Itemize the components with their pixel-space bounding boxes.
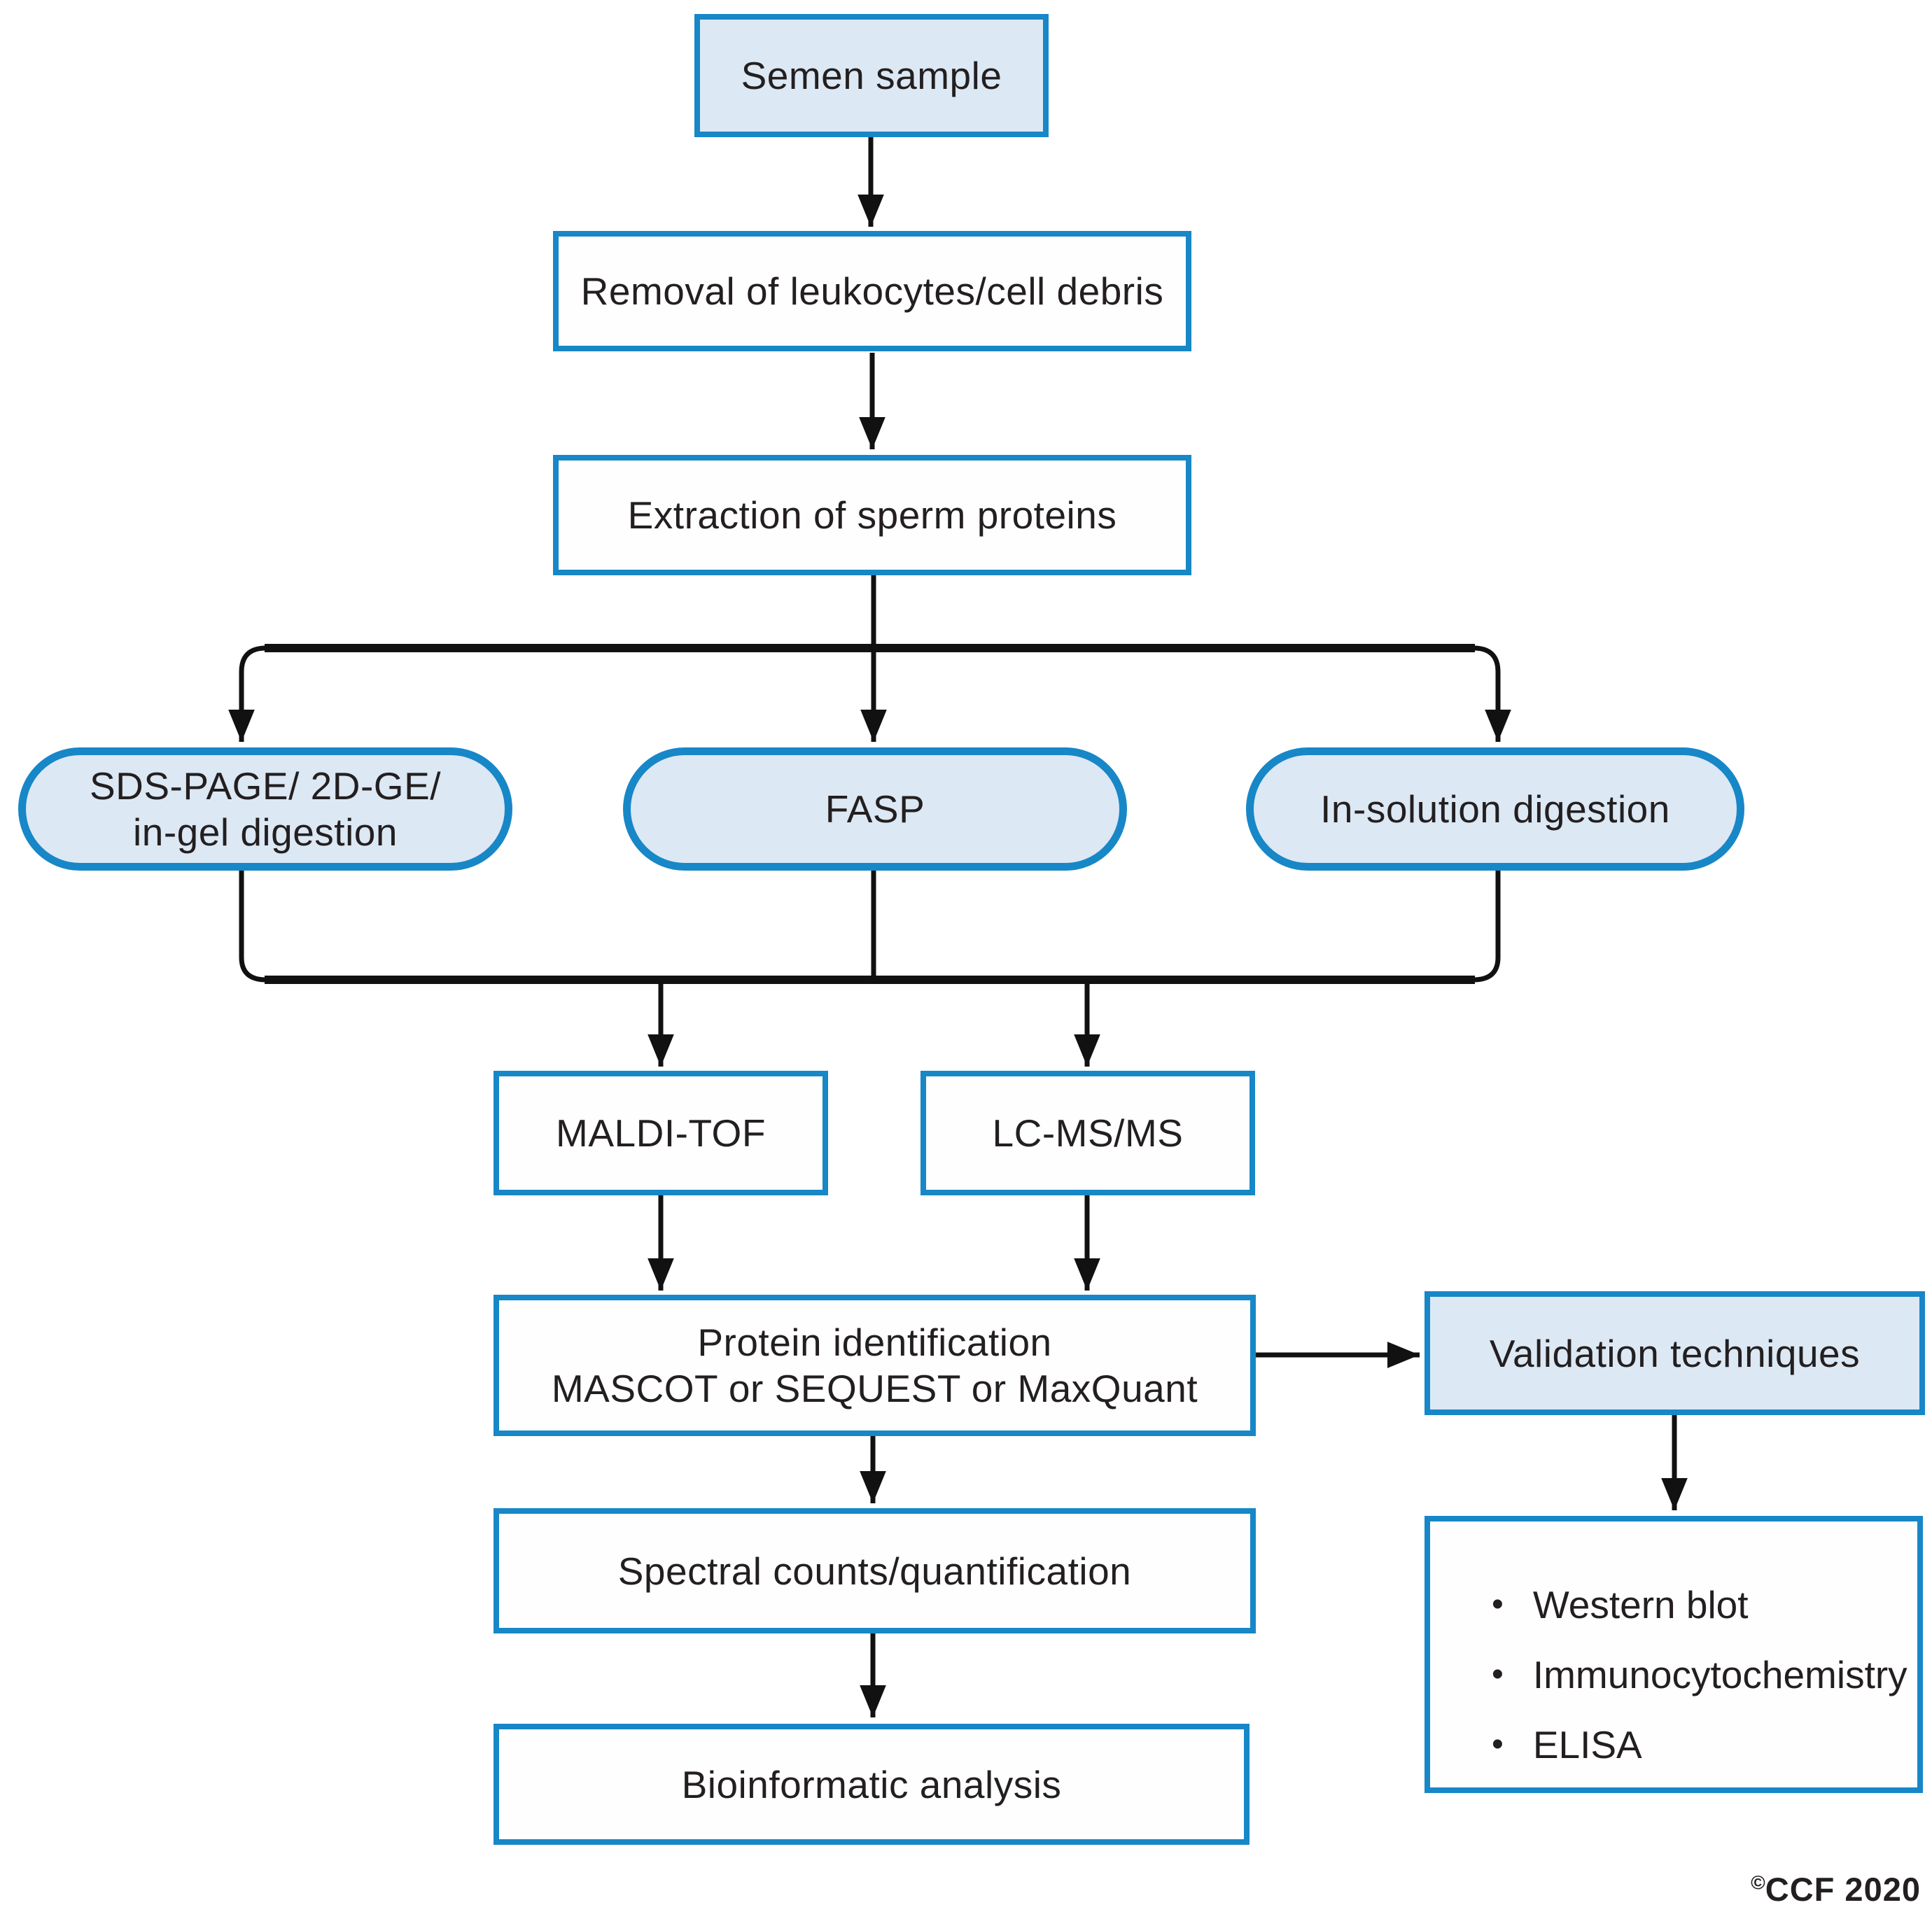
bullet-icon: • xyxy=(1492,1726,1504,1763)
node-label: Semen sample xyxy=(741,54,1002,97)
copyright-symbol: © xyxy=(1751,1871,1765,1894)
node-label-line1: Protein identification xyxy=(697,1321,1052,1364)
node-label: Validation techniques xyxy=(1489,1331,1861,1375)
node-sds-page-in-gel-digestion: SDS-PAGE/ 2D-GE/ in-gel digestion xyxy=(18,747,512,871)
bullet-icon: • xyxy=(1492,1656,1504,1693)
node-semen-sample: Semen sample xyxy=(694,14,1049,137)
node-bioinformatic-analysis: Bioinformatic analysis xyxy=(493,1724,1250,1845)
node-protein-identification: Protein identification MASCOT or SEQUEST… xyxy=(493,1295,1256,1436)
list-item-label: Western blot xyxy=(1532,1583,1749,1626)
node-maldi-tof: MALDI-TOF xyxy=(493,1071,828,1195)
node-label-line1: SDS-PAGE/ 2D-GE/ xyxy=(89,764,442,808)
node-label: Removal of leukocytes/cell debris xyxy=(580,269,1164,313)
node-validation-techniques: Validation techniques xyxy=(1424,1291,1925,1415)
node-lc-msms: LC-MS/MS xyxy=(920,1071,1255,1195)
credit-label: CCF 2020 xyxy=(1765,1871,1921,1908)
list-item: • Western blot xyxy=(1492,1583,1896,1626)
node-extraction-sperm-proteins: Extraction of sperm proteins xyxy=(553,455,1191,575)
node-label: Extraction of sperm proteins xyxy=(627,493,1117,537)
node-validation-methods-list: • Western blot • Immunocytochemistry • E… xyxy=(1424,1516,1923,1793)
node-label: Spectral counts/quantification xyxy=(617,1549,1132,1593)
node-in-solution-digestion: In-solution digestion xyxy=(1246,747,1744,871)
node-label: FASP xyxy=(825,787,925,831)
list-item-label: ELISA xyxy=(1532,1723,1642,1766)
credit-text: ©CCF 2020 xyxy=(1751,1870,1921,1909)
node-spectral-counts: Spectral counts/quantification xyxy=(493,1508,1256,1633)
list-item: • ELISA xyxy=(1492,1723,1896,1766)
node-removal-leukocytes: Removal of leukocytes/cell debris xyxy=(553,231,1191,351)
node-label-line2: in-gel digestion xyxy=(133,810,398,854)
bullet-icon: • xyxy=(1492,1586,1504,1623)
node-label: Bioinformatic analysis xyxy=(681,1762,1062,1806)
node-label: MALDI-TOF xyxy=(556,1111,766,1155)
node-label-line2: MASCOT or SEQUEST or MaxQuant xyxy=(551,1367,1198,1410)
node-label: LC-MS/MS xyxy=(992,1111,1184,1155)
node-label: In-solution digestion xyxy=(1320,787,1670,831)
list-item-label: Immunocytochemistry xyxy=(1532,1653,1907,1696)
node-fasp: FASP xyxy=(623,747,1127,871)
list-item: • Immunocytochemistry xyxy=(1492,1653,1907,1696)
